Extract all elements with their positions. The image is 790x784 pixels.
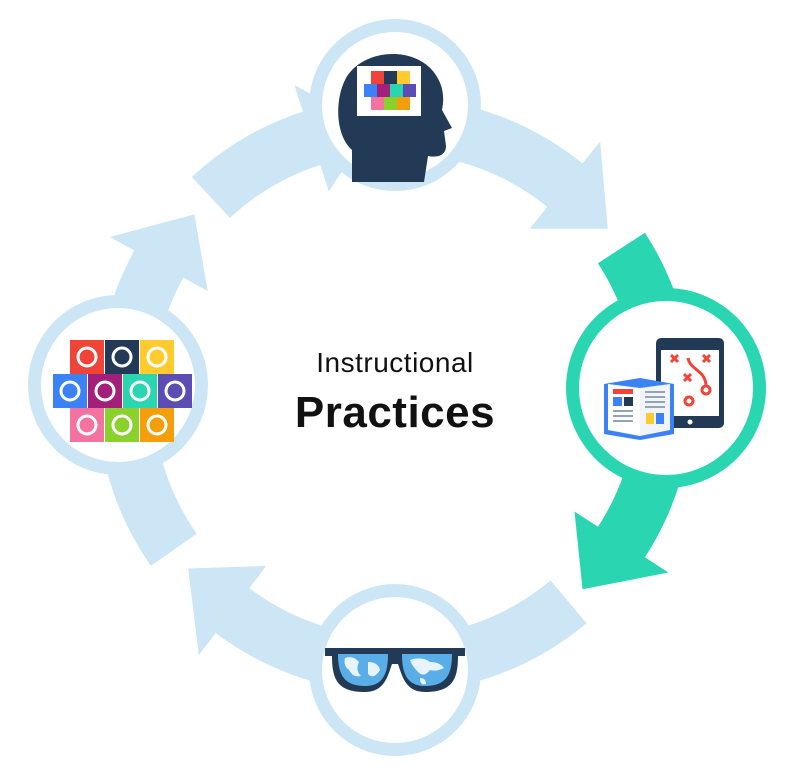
node-right	[566, 288, 766, 488]
tile-glyph-icon	[129, 380, 151, 402]
tile-glyph-icon	[146, 414, 168, 436]
strategy-tile	[158, 374, 192, 408]
tile-glyph-icon	[76, 346, 98, 368]
strategy-tile	[70, 408, 104, 442]
title-line-1: Instructional	[316, 347, 474, 378]
strategy-tile	[140, 408, 174, 442]
title-line-2: Practices	[294, 388, 496, 437]
world-glasses-icon	[325, 648, 465, 692]
tile-glyph-icon	[111, 346, 133, 368]
tile-glyph-icon	[94, 380, 116, 402]
node-bottom	[309, 584, 481, 756]
strategy-tile	[88, 374, 122, 408]
tile-glyph-icon	[164, 380, 186, 402]
strategy-tile	[123, 374, 157, 408]
tile-glyph-icon	[146, 346, 168, 368]
node-top	[309, 19, 481, 191]
strategy-tile	[105, 340, 139, 374]
tablet-playbook-and-book-icon	[604, 338, 724, 440]
tile-glyph-icon	[59, 380, 81, 402]
strategy-tiles-grid-icon	[53, 340, 192, 442]
strategy-tile	[140, 340, 174, 374]
strategy-tile	[70, 340, 104, 374]
tile-glyph-icon	[111, 414, 133, 436]
brain-head-icon	[338, 53, 452, 183]
strategy-tile	[53, 374, 87, 408]
strategy-tile	[105, 408, 139, 442]
tile-glyph-icon	[76, 414, 98, 436]
node-left	[28, 295, 208, 475]
arrow-bottom-to-left	[188, 565, 587, 693]
